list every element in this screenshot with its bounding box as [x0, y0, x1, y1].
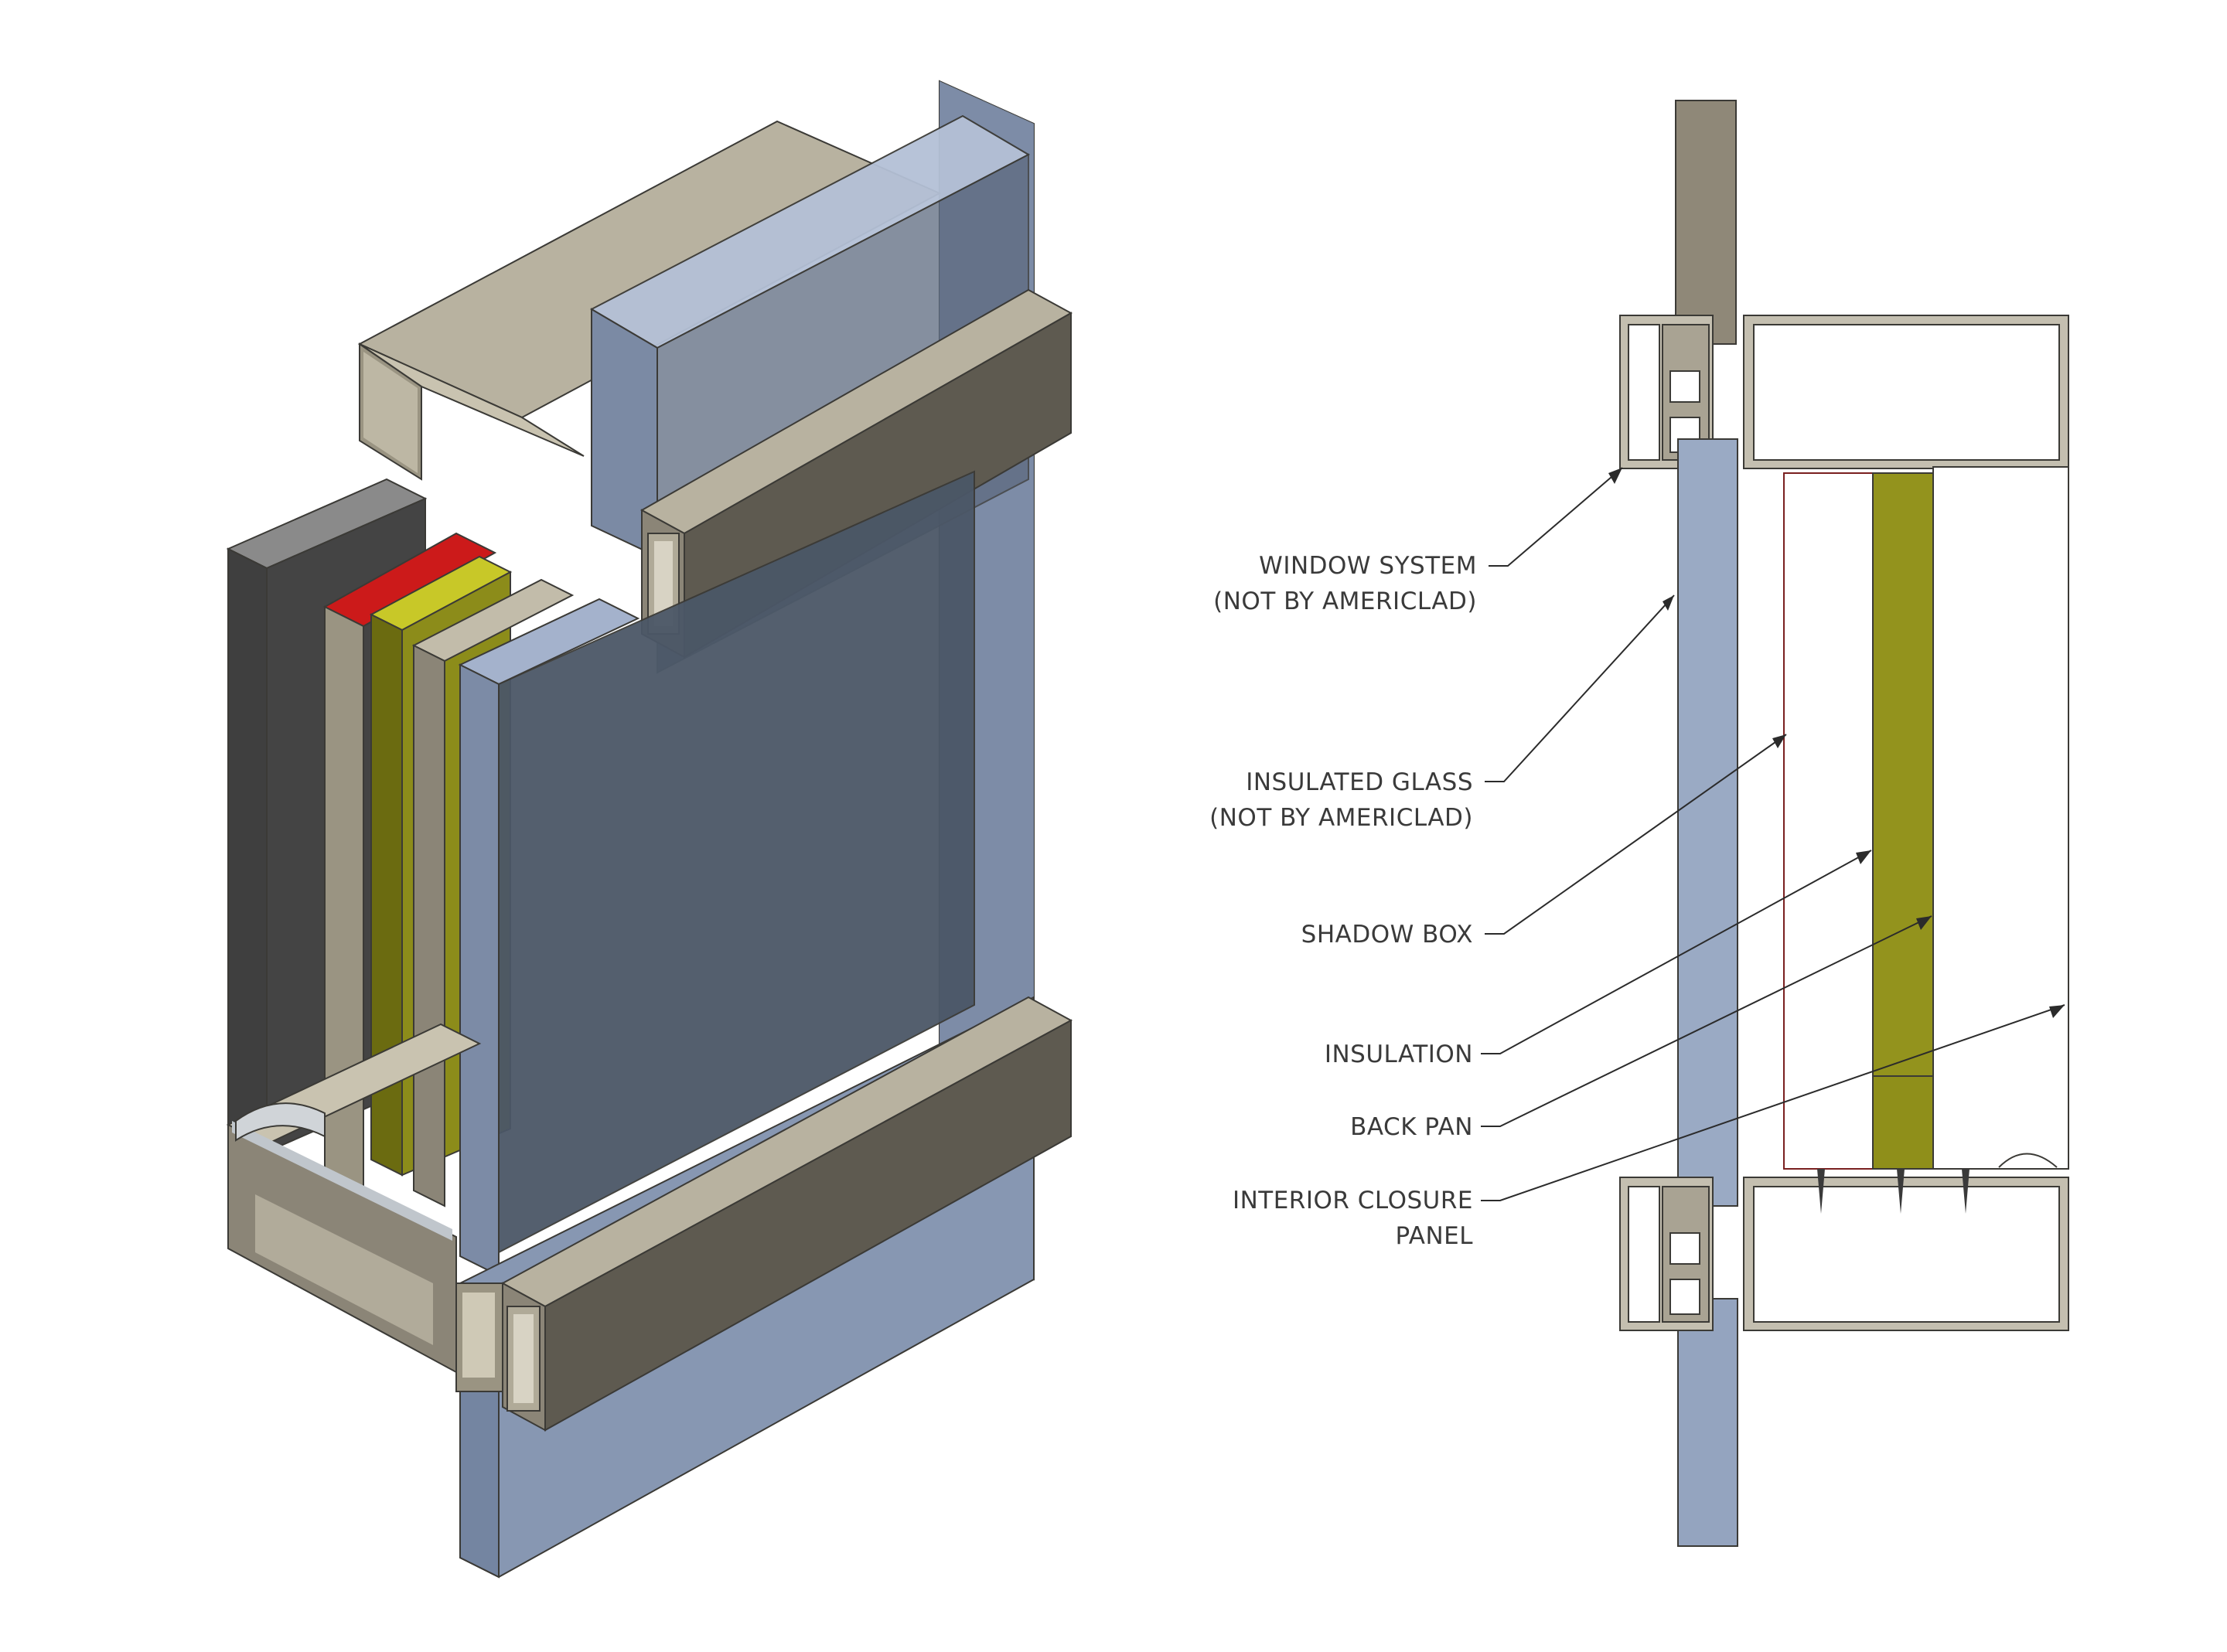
section-top-panel — [1675, 100, 1737, 345]
callout-window-system-line1: WINDOW SYSTEM — [1259, 552, 1477, 580]
section-insulation — [1872, 472, 1934, 1170]
isometric-view — [226, 80, 1073, 1579]
section-glass-main — [1677, 438, 1738, 1207]
callout-window-system-line2: (NOT BY AMERICLAD) — [1213, 588, 1477, 615]
iso-bottom-frame-box — [226, 1023, 482, 1374]
section-bottom-frame — [1619, 1153, 2069, 1331]
leader-lines — [1481, 467, 2065, 1201]
iso-top-frame-box — [357, 120, 942, 481]
callout-insulation: INSULATION — [1325, 1041, 1473, 1068]
callout-interior-closure-line2: PANEL — [1396, 1222, 1474, 1250]
callout-back-pan: BACK PAN — [1350, 1113, 1473, 1141]
section-view — [1619, 100, 2069, 1547]
callout-shadow-box: SHADOW BOX — [1301, 921, 1473, 949]
section-interior-closure — [1932, 466, 2069, 1170]
callouts: WINDOW SYSTEM (NOT BY AMERICLAD) INSULAT… — [1209, 467, 2065, 1250]
section-top-frame — [1619, 315, 2069, 469]
section-screws — [1817, 1169, 1970, 1214]
iso-bottom-rail — [455, 996, 1073, 1432]
callout-insulated-glass-line2: (NOT BY AMERICLAD) — [1209, 804, 1473, 832]
callout-insulated-glass-line1: INSULATED GLASS — [1246, 768, 1473, 796]
section-glass-lower — [1677, 1298, 1738, 1547]
iso-glass-main — [458, 470, 975, 1277]
callout-interior-closure-line1: INTERIOR CLOSURE — [1233, 1187, 1473, 1214]
